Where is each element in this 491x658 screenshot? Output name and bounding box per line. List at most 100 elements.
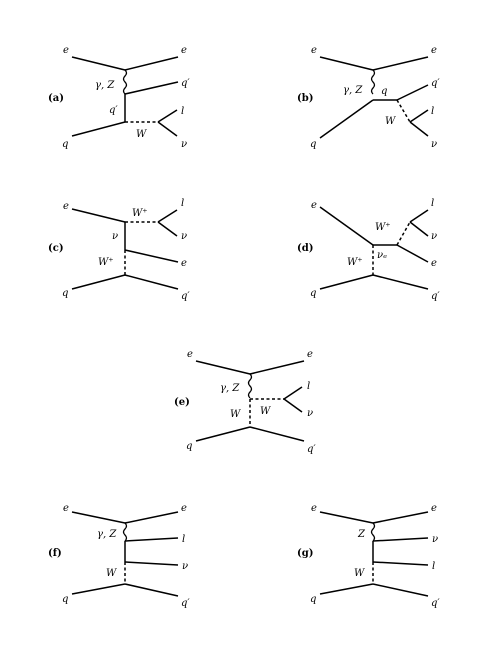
diagram-a-photon-z-propagator	[122, 69, 128, 95]
diagram-e-label-w-out: W	[260, 406, 271, 417]
diagram-g-electron-out-line	[372, 511, 429, 524]
diagram-c-lepton-line	[157, 209, 178, 223]
diagram-a-label-e-in: e	[63, 45, 69, 56]
diagram-d-panel-label: (d)	[297, 243, 313, 254]
diagram-g-neutrino-line	[372, 537, 429, 542]
diagram-c-quark-out-line	[124, 274, 179, 290]
diagram-c-quark-in-line	[71, 274, 126, 290]
diagram-b-label-nu: ν	[431, 139, 437, 150]
diagram-b-electron-out-line	[372, 56, 429, 71]
diagram-e-lepton-line	[283, 386, 303, 400]
diagram-a-electron-in-line	[71, 56, 126, 71]
diagram-g-label-e-in: e	[311, 503, 317, 514]
diagram-b-photon-z-propagator	[370, 69, 376, 95]
diagram-a-neutrino-line	[157, 121, 178, 137]
diagram-d-electron-in-line	[319, 206, 374, 246]
diagram-e-electron-in-line	[195, 360, 251, 375]
diagram-b-lepton-line	[409, 109, 429, 123]
diagram-g-quark-in-line	[319, 583, 374, 595]
diagram-a-lepton-line	[157, 109, 178, 123]
diagram-d-electron-out-line	[396, 244, 429, 263]
diagram-f-label-q-in: q	[62, 594, 68, 605]
diagram-f-label-w: W	[106, 568, 117, 579]
diagram-f-label-e-in: e	[63, 503, 69, 514]
diagram-d-label-nue-prop: νₑ	[377, 250, 387, 261]
diagram-a-label-l: l	[181, 106, 184, 117]
diagram-a-label-boson: γ, Z	[95, 80, 115, 91]
diagram-b-quark-in-line	[319, 99, 374, 139]
diagram-e-label-w-prop: W	[230, 409, 241, 420]
diagram-d: (d) e W⁺ l ν νₑ W⁺ e q q′	[297, 198, 440, 302]
diagram-e-label-e-out: e	[307, 349, 313, 360]
diagram-b-label-e-out: e	[431, 45, 437, 56]
diagram-g-electron-in-line	[319, 511, 374, 524]
diagram-b-panel-label: (b)	[297, 93, 313, 104]
diagram-a-quark-in-line	[71, 121, 126, 137]
diagram-d-label-nu-out: ν	[431, 231, 437, 242]
diagram-e-panel-label: (e)	[174, 397, 190, 408]
diagram-g-label-l: l	[432, 561, 435, 572]
diagram-g-label-w: W	[354, 568, 365, 579]
diagram-g-label-nu: ν	[432, 534, 438, 545]
diagram-a-label-e-out: e	[181, 45, 187, 56]
diagram-a-label-w: W	[136, 129, 147, 140]
diagram-b-electron-in-line	[319, 56, 374, 71]
diagram-b-label-e-in: e	[311, 45, 317, 56]
diagram-a-label-q-in: q	[62, 139, 68, 150]
diagram-g-label-q-in: q	[310, 594, 316, 605]
diagram-b-label-q-out: q′	[431, 78, 440, 89]
diagram-a-quark-out-line	[124, 81, 179, 95]
diagram-b-label-w: W	[385, 116, 396, 127]
diagram-c-panel-label: (c)	[48, 243, 64, 254]
diagram-f-lepton-line	[124, 537, 179, 542]
diagram-d-label-q-out: q′	[431, 291, 440, 302]
diagram-b-w-propagator	[396, 99, 411, 123]
diagram-f-electron-in-line	[71, 511, 126, 524]
diagram-b-label-q-in: q	[310, 139, 316, 150]
diagram-e-label-l: l	[307, 381, 310, 392]
diagram-a: (a) e e q′ γ, Z q′ q W l ν	[48, 45, 190, 150]
diagram-a-panel-label: (a)	[48, 93, 64, 104]
diagram-f-label-nu: ν	[182, 561, 188, 572]
diagram-c-neutrino-out-line	[157, 221, 178, 237]
diagram-b-label-boson: γ, Z	[343, 85, 363, 96]
diagram-d-label-e-out: e	[431, 258, 437, 269]
diagram-f-panel-label: (f)	[48, 548, 62, 559]
diagram-f-electron-out-line	[124, 511, 179, 524]
diagram-e-quark-out-line	[249, 426, 305, 442]
diagram-b-label-q-prop: q	[381, 86, 387, 97]
diagram-a-electron-out-line	[124, 56, 179, 71]
diagram-c-label-w-top: W⁺	[132, 208, 148, 219]
diagram-g-lepton-line	[372, 561, 429, 566]
diagram-g-label-boson: Z	[357, 529, 366, 540]
diagram-b-label-l: l	[431, 106, 434, 117]
diagram-c: (c) e W⁺ l ν ν W⁺ e q q′	[48, 198, 190, 302]
diagram-d-w-out-propagator	[396, 221, 411, 246]
diagram-g-label-e-out: e	[431, 503, 437, 514]
diagram-f: (f) e e γ, Z l ν W q q′	[48, 503, 190, 609]
diagram-c-label-nu-out: ν	[181, 231, 187, 242]
diagram-e-photon-z-propagator	[247, 373, 253, 399]
diagram-a-label-q-out: q′	[181, 78, 190, 89]
diagram-g: (g) e e Z ν l W q q′	[297, 503, 440, 609]
diagram-f-neutrino-line	[124, 561, 179, 566]
diagram-f-label-boson: γ, Z	[97, 529, 117, 540]
diagram-d-label-q-in: q	[310, 288, 316, 299]
diagram-e-neutrino-line	[283, 398, 303, 413]
diagram-e-quark-in-line	[195, 426, 251, 442]
diagram-e-label-boson: γ, Z	[220, 383, 240, 394]
diagram-f-photon-z-propagator	[122, 522, 128, 542]
diagram-d-lepton-line	[409, 209, 429, 223]
diagram-c-label-l: l	[181, 198, 184, 209]
diagram-f-label-e-out: e	[181, 503, 187, 514]
diagram-e-label-nu: ν	[307, 408, 313, 419]
diagram-c-label-e-out: e	[181, 258, 187, 269]
diagram-d-label-w-top: W⁺	[375, 222, 391, 233]
diagram-c-label-e-in: e	[63, 201, 69, 212]
diagram-a-label-q-prop: q′	[109, 105, 118, 116]
diagram-e-electron-out-line	[249, 360, 305, 375]
diagram-e-label-q-in: q	[186, 441, 192, 452]
diagram-g-quark-out-line	[372, 583, 429, 597]
diagram-f-quark-in-line	[71, 583, 126, 595]
